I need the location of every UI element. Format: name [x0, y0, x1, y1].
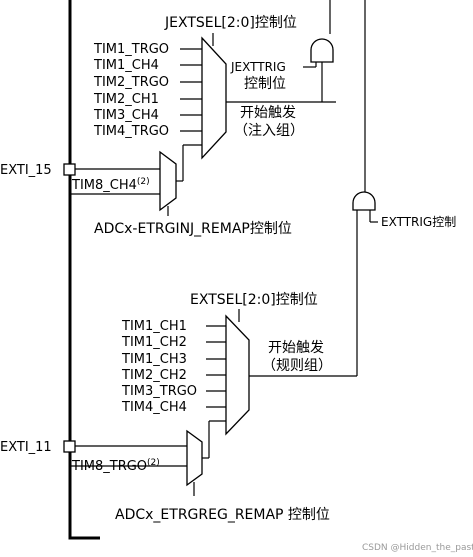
- regular-and-gate: [352, 191, 376, 211]
- tim8-ch4-label: TIM8_CH4(2): [71, 177, 150, 193]
- injected-input-3: TIM2_CH1: [93, 92, 159, 107]
- regular-input-5: TIM4_CH4: [121, 400, 187, 415]
- jexttrig-label-2: 控制位: [244, 76, 286, 92]
- regular-remap-mux: [186, 429, 203, 487]
- injected-trigger-mux: [201, 36, 227, 160]
- regular-start-label-2: （规则组）: [262, 358, 332, 374]
- main-bus-line: [68, 0, 100, 540]
- exttrig-label: EXTTRIG控制: [381, 215, 456, 229]
- exti11-pin: [63, 440, 76, 453]
- jextsel-label: JEXTSEL[2:0]控制位: [164, 15, 297, 31]
- regular-input-1: TIM1_CH2: [121, 335, 187, 350]
- regular-trigger-mux: [225, 314, 250, 436]
- regular-start-label: 开始触发: [268, 340, 324, 356]
- jexttrig-label: JEXTTRIG: [230, 60, 286, 74]
- regular-input-4: TIM3_TRGO: [121, 384, 197, 399]
- injected-input-4: TIM3_CH4: [93, 108, 159, 123]
- injected-input-1: TIM1_CH4: [93, 58, 159, 73]
- exti15-label: EXTI_15: [0, 163, 52, 178]
- reg-remap-label: ADCx_ETRGREG_REMAP 控制位: [115, 507, 330, 523]
- injected-start-label-2: （注入组）: [234, 123, 304, 139]
- injinj-remap-label: ADCx-ETRGINJ_REMAP控制位: [94, 221, 292, 237]
- exti15-pin: [63, 163, 76, 176]
- regular-input-0: TIM1_CH1: [121, 319, 187, 334]
- injected-input-0: TIM1_TRGO: [93, 42, 169, 57]
- injected-input-2: TIM2_TRGO: [93, 75, 169, 90]
- injected-input-5: TIM4_TRGO: [93, 124, 169, 139]
- injected-start-label: 开始触发: [240, 105, 296, 121]
- injected-and-gate: [310, 38, 334, 63]
- injected-remap-mux: [159, 150, 177, 212]
- regular-input-2: TIM1_CH3: [121, 352, 187, 367]
- exti11-label: EXTI_11: [0, 440, 52, 455]
- watermark: CSDN @Hidden_the_past: [362, 543, 473, 553]
- regular-input-3: TIM2_CH2: [121, 368, 187, 383]
- extsel-label: EXTSEL[2:0]控制位: [190, 292, 318, 308]
